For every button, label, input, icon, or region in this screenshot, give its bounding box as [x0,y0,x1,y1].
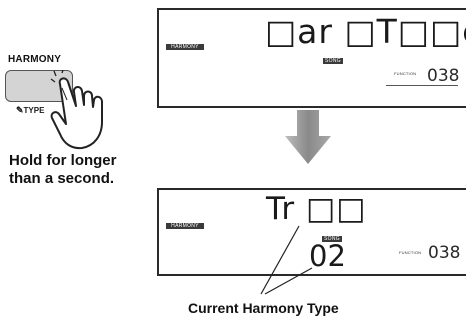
instruction-line-1: Hold for longer [9,152,117,169]
harmony-indicator-tag: HARMONY [166,44,204,50]
function-underline [386,85,458,86]
song-indicator-tag: SONG [323,58,343,64]
lcd-display-bottom [157,188,466,276]
function-label-bottom: FUNCTION [399,250,422,255]
instruction-line-2: than a second. [9,170,115,187]
voice-name-display: □ar □T□□e [265,12,466,51]
harmony-type-name-display: Tr □□ [266,191,367,227]
function-number: 038 [427,66,460,86]
lcd-display-top [157,8,466,108]
type-label-text: TYPE [23,106,45,115]
type-sub-label: ✎TYPE [16,105,44,116]
current-harmony-type-caption: Current Harmony Type [188,300,339,316]
song-indicator-tag-bottom: SONG [322,236,342,242]
harmony-indicator-tag-bottom: HARMONY [166,223,204,229]
function-label: FUNCTION [394,71,417,76]
harmony-type-number: 02 [309,239,346,273]
pressing-hand-icon [50,70,103,150]
harmony-button-label: HARMONY [8,54,62,65]
down-arrow-icon [285,110,331,164]
callout-line-to-number [264,267,313,295]
function-number-bottom: 038 [428,243,461,263]
callout-line-to-name [260,225,300,295]
pencil-icon: ✎ [16,105,24,115]
